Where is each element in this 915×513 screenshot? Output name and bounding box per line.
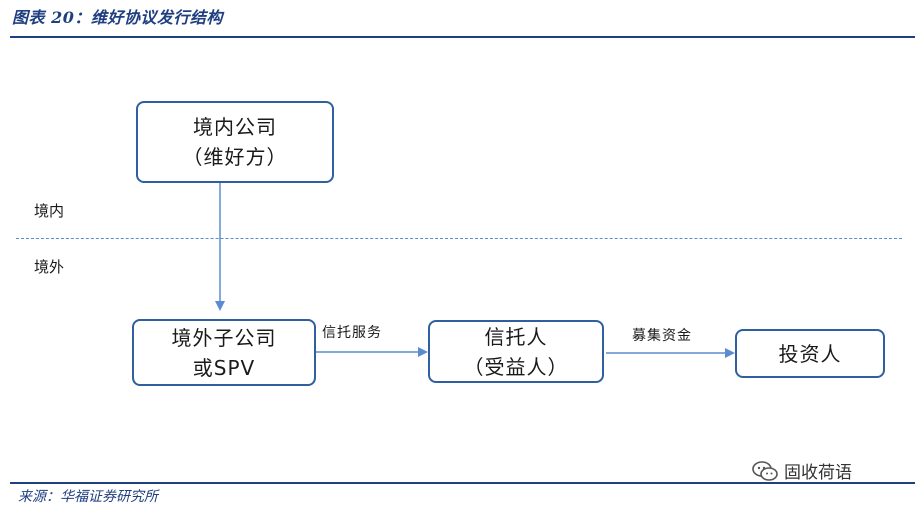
node-trustee-line2: （受益人） [463, 354, 569, 379]
node-trustee-line1: 信托人 [484, 324, 548, 349]
node-trustee: 信托人 （受益人） [428, 320, 604, 383]
node-overseas-subsidiary-line2: 或SPV [192, 355, 256, 380]
domestic-region-label: 境内 [34, 202, 65, 220]
node-overseas-subsidiary-line1: 境外子公司 [171, 325, 277, 350]
figure-title: 图表 20：维好协议发行结构 [12, 8, 223, 27]
node-domestic-company: 境内公司 （维好方） [136, 101, 334, 183]
edge-label-trust-service: 信托服务 [322, 325, 382, 341]
watermark: 固收荷语 [752, 458, 852, 483]
border-divider [16, 238, 902, 239]
top-rule [10, 36, 915, 38]
overseas-region-label: 境外 [34, 258, 65, 276]
node-investors-line1: 投资人 [778, 341, 842, 366]
bottom-rule [10, 482, 915, 484]
edge-label-fundraising: 募集资金 [632, 328, 692, 344]
wechat-icon [752, 460, 778, 481]
watermark-text: 固收荷语 [784, 463, 852, 483]
node-domestic-company-line2: （维好方） [182, 145, 288, 169]
node-domestic-company-line1: 境内公司 [193, 115, 277, 139]
node-investors: 投资人 [735, 329, 885, 378]
source-note: 来源：华福证券研究所 [18, 489, 158, 505]
node-overseas-subsidiary: 境外子公司 或SPV [132, 319, 316, 386]
